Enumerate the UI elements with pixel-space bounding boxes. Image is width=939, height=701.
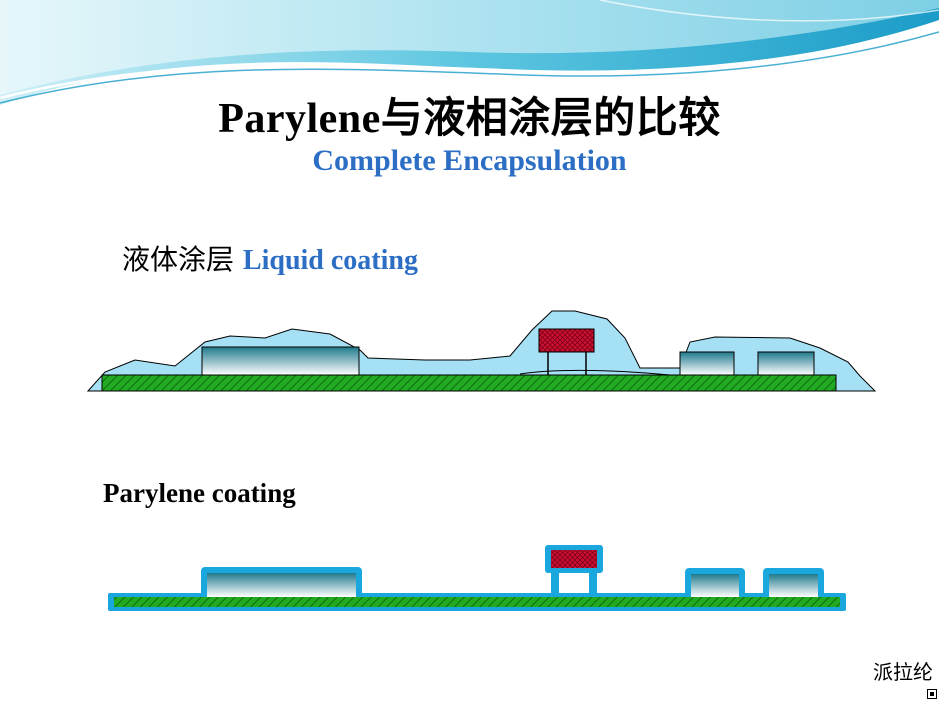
parylene-coating-label: Parylene coating [103, 478, 296, 508]
chip-raised-coated [551, 550, 597, 568]
liquid-coating-label-en: Liquid coating [242, 245, 418, 276]
parylene-coating-diagram [108, 545, 846, 611]
slide-subtitle: Complete Encapsulation [312, 144, 627, 177]
component-small-2-coated [769, 574, 818, 597]
component-large-coated [207, 573, 356, 597]
slide-corner-marker [927, 689, 937, 699]
liquid-coating-label-cn: 液体涂层 [122, 243, 235, 276]
circuit-board-coated [114, 597, 840, 607]
liquid-coating-label: 液体涂层 Liquid coating [122, 238, 418, 278]
chip-raised [538, 328, 595, 353]
component-large [201, 346, 360, 376]
component-small-2 [757, 351, 815, 376]
liquid-coating-diagram [86, 310, 877, 392]
circuit-board [101, 374, 837, 392]
component-small-1 [679, 351, 735, 376]
header-wave-decoration [0, 0, 939, 105]
component-small-1-coated [691, 574, 739, 597]
footer-mark: 派拉纶 [873, 660, 933, 684]
slide-title: Parylene与液相涂层的比较 [218, 96, 721, 142]
